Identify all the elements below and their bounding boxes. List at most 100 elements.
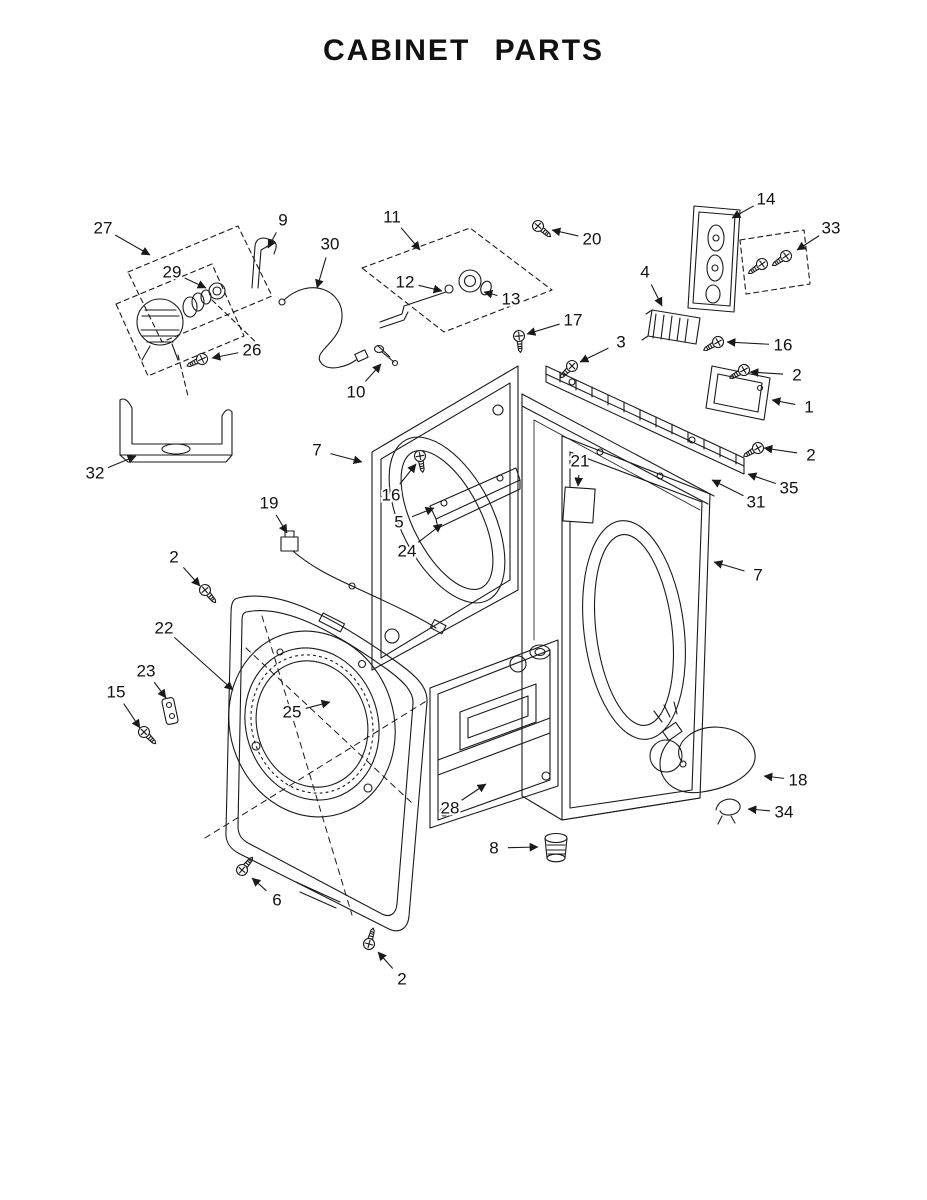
part-number-label: 2 — [806, 446, 815, 465]
leader-line — [574, 474, 584, 487]
callout-part-20-4: 20 — [551, 227, 603, 251]
callout-part-23-31: 23 — [135, 660, 167, 699]
part-number-label: 14 — [757, 190, 776, 209]
screw-16-right — [700, 333, 727, 356]
callout-part-27-0: 27 — [92, 217, 151, 256]
board-1 — [705, 365, 771, 421]
leader-line — [417, 523, 443, 543]
leader-line — [182, 567, 201, 587]
wire-switch-19 — [280, 530, 447, 635]
callout-part-2-39: 2 — [377, 951, 409, 991]
leader-line — [461, 783, 487, 801]
leader-line — [771, 397, 796, 406]
part-number-label: 9 — [278, 211, 287, 230]
callout-part-12-8: 12 — [394, 271, 443, 294]
part-number-label: 25 — [283, 703, 302, 722]
callout-part-34-36: 34 — [747, 801, 795, 824]
screw-2-right-mid — [740, 439, 767, 462]
motor-bracket-32 — [119, 398, 233, 463]
part-number-label: 7 — [753, 566, 762, 585]
screw-6 — [233, 853, 258, 879]
leader-line — [713, 560, 745, 572]
callout-part-24-25: 24 — [396, 523, 443, 563]
leader-line — [267, 232, 277, 249]
leader-line — [174, 636, 234, 691]
switch-4 — [641, 309, 701, 345]
callout-part-6-38: 6 — [251, 877, 284, 912]
leader-line — [364, 363, 382, 382]
part-number-label: 27 — [94, 219, 113, 238]
callout-part-3-15: 3 — [579, 331, 628, 363]
door-opening-25 — [228, 630, 396, 818]
leader-line — [184, 277, 207, 289]
rear-bracket-14 — [687, 205, 741, 313]
part-number-label: 13 — [502, 290, 521, 309]
leveling-foot-8 — [544, 832, 568, 863]
hose-10 — [373, 344, 399, 367]
leader-line — [579, 347, 609, 363]
part-number-label: 29 — [163, 263, 182, 282]
leader-line — [483, 289, 498, 299]
part-number-label: 11 — [383, 208, 401, 227]
part-number-label: 8 — [489, 839, 498, 858]
leader-line — [153, 681, 167, 699]
part-number-label: 2 — [397, 970, 406, 989]
callout-part-16-23: 16 — [380, 463, 417, 507]
part-number-label: 5 — [394, 513, 403, 532]
part-number-label: 10 — [347, 383, 366, 402]
part-number-label: 17 — [564, 311, 583, 330]
part-number-label: 7 — [312, 441, 321, 460]
part-number-label: 31 — [747, 493, 766, 512]
callout-part-9-1: 9 — [267, 209, 290, 249]
leader-line — [399, 463, 417, 485]
leader-line — [711, 479, 744, 497]
part-number-label: 34 — [775, 803, 794, 822]
label-card-21 — [562, 486, 596, 524]
page-title: CABINET PARTS — [322, 34, 605, 67]
leader-line — [107, 455, 137, 469]
leader-line — [315, 257, 327, 289]
callout-part-25-33: 25 — [281, 699, 331, 724]
screw-box-33 — [739, 229, 811, 295]
part-number-label: 1 — [804, 398, 813, 417]
part-number-label: 32 — [86, 464, 105, 483]
leader-line — [747, 805, 771, 815]
part-number-label: 3 — [616, 333, 625, 352]
callout-part-5-24: 5 — [392, 507, 435, 534]
leader-line — [763, 772, 785, 782]
part-number-label: 30 — [321, 235, 340, 254]
leader-line — [123, 703, 141, 729]
callout-part-14-5: 14 — [731, 188, 777, 219]
part-number-label: 15 — [107, 683, 126, 702]
screw-20 — [529, 217, 555, 242]
leader-line — [726, 338, 770, 347]
part-number-label: 26 — [243, 341, 262, 360]
leader-line — [305, 699, 331, 709]
callout-part-30-2: 30 — [315, 233, 341, 289]
part-number-label: 35 — [780, 479, 799, 498]
leader-line — [551, 227, 579, 237]
callout-part-21-26: 21 — [569, 450, 591, 487]
callout-part-22-30: 22 — [153, 617, 234, 691]
part-number-label: 2 — [792, 366, 801, 385]
callout-part-31-20: 31 — [711, 479, 767, 514]
callout-part-7-27: 7 — [713, 560, 765, 587]
leader-line — [400, 227, 421, 251]
part-number-label: 33 — [822, 219, 841, 238]
part-number-label: 21 — [571, 452, 590, 471]
diagram-line-art — [115, 205, 811, 952]
grommet-box-11 — [361, 227, 553, 333]
top-rail-31 — [545, 365, 745, 475]
callout-part-2-29: 2 — [167, 546, 201, 587]
leader-line — [418, 284, 443, 294]
callout-part-32-21: 32 — [84, 455, 137, 485]
callout-part-18-35: 18 — [763, 769, 809, 792]
leader-line — [747, 472, 776, 484]
leader-line — [251, 877, 267, 892]
part-number-label: 19 — [260, 494, 279, 513]
part-number-label: 2 — [169, 548, 178, 567]
